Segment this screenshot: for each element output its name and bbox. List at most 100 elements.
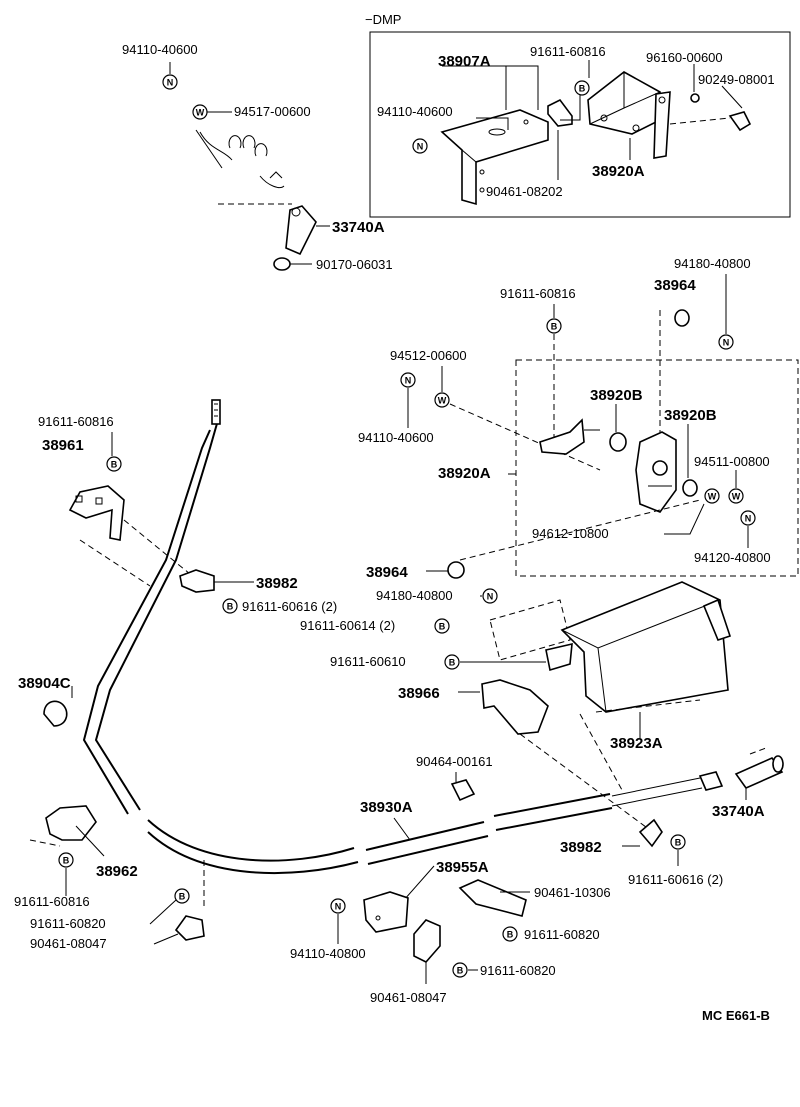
label-91611-60820-mid: 91611-60820 <box>524 927 600 942</box>
label-38964-top: 38964 <box>654 277 696 294</box>
nut-96160-00600 <box>690 93 700 103</box>
svg-text:W: W <box>438 396 447 406</box>
dmp-frame <box>369 31 791 218</box>
label-38955a: 38955A <box>436 859 489 876</box>
label-91611-60816-bottom: 91611-60816 <box>14 894 90 909</box>
label-38966: 38966 <box>398 685 440 702</box>
svg-text:N: N <box>487 592 494 602</box>
bracket-38966 <box>481 679 549 735</box>
label-90461-08202: 90461-08202 <box>486 184 563 199</box>
clamp-38982-bottom <box>638 818 663 848</box>
label-94110-40600-dmp: 94110-40600 <box>377 104 453 119</box>
label-38920a-dmp: 38920A <box>592 163 645 180</box>
bracket-38961 <box>68 485 125 541</box>
rod-end-33740a-top <box>285 205 317 256</box>
clamp-90461-08047-left <box>174 915 205 941</box>
section-label-dmp: −DMP <box>365 12 401 27</box>
badge-letter-b: B <box>579 84 586 94</box>
label-38964-mid: 38964 <box>366 564 408 581</box>
label-90249-08001: 90249-08001 <box>698 72 775 87</box>
label-94110-40600-top: 94110-40600 <box>122 42 198 57</box>
label-38920a-mid: 38920A <box>438 465 491 482</box>
badge-n-icon: N <box>330 898 346 914</box>
label-96160-00600: 96160-00600 <box>646 50 723 65</box>
label-94517-00600: 94517-00600 <box>234 104 311 119</box>
bolt-90249-08001 <box>728 111 752 132</box>
label-94110-40600-mid: 94110-40600 <box>358 430 434 445</box>
label-33740a-bottom: 33740A <box>712 803 765 820</box>
clip-90461-08202 <box>547 98 573 127</box>
linkage-springs <box>199 131 285 189</box>
bushing-38964-top <box>674 309 690 327</box>
label-94180-40800-top: 94180-40800 <box>674 256 751 271</box>
label-38920b-right: 38920B <box>664 407 717 424</box>
bushing-38964-mid <box>447 561 465 579</box>
label-94180-40800-mid: 94180-40800 <box>376 588 453 603</box>
svg-text:N: N <box>335 902 342 912</box>
svg-text:B: B <box>179 892 186 902</box>
rod-end-33740a-bottom <box>734 757 784 789</box>
svg-text:B: B <box>457 966 464 976</box>
label-91611-60816-left: 91611-60816 <box>38 414 114 429</box>
bracket-38920a-dmp <box>587 71 671 159</box>
badge-n-icon: N <box>400 372 416 388</box>
cover-38923a <box>489 581 732 713</box>
label-94120-40800: 94120-40800 <box>694 550 771 565</box>
clamp-38982-top <box>179 569 215 593</box>
label-38962: 38962 <box>96 863 138 880</box>
clip-90464-00161 <box>450 779 476 802</box>
label-38930a: 38930A <box>360 799 413 816</box>
label-91611-60610: 91611-60610 <box>330 654 406 669</box>
clamp-90461-08047-bottom <box>413 919 441 963</box>
badge-n-icon: N <box>162 74 178 90</box>
label-38982-bottom: 38982 <box>560 839 602 856</box>
label-33740a-top: 33740A <box>332 219 385 236</box>
label-91611-60816-dmp: 91611-60816 <box>530 44 606 59</box>
label-38904c: 38904C <box>18 675 71 692</box>
svg-text:B: B <box>449 658 456 668</box>
label-90461-08047-left: 90461-08047 <box>30 936 107 951</box>
label-94110-40800: 94110-40800 <box>290 946 366 961</box>
svg-text:B: B <box>227 602 234 612</box>
label-91611-60614: 91611-60614 (2) <box>300 618 395 633</box>
svg-text:W: W <box>708 492 717 502</box>
label-91611-60616-bottom: 91611-60616 (2) <box>628 872 723 887</box>
badge-n-icon: N <box>482 588 498 604</box>
svg-text:N: N <box>723 338 730 348</box>
nut-94612 <box>682 479 698 497</box>
drawing-code: MC E661-B <box>702 1008 770 1023</box>
badge-n-icon: N <box>412 138 428 154</box>
label-91611-60816-mid: 91611-60816 <box>500 286 576 301</box>
svg-text:W: W <box>732 492 741 502</box>
label-38982-top: 38982 <box>256 575 298 592</box>
cable-38930a <box>82 399 703 875</box>
label-90461-10306: 90461-10306 <box>534 885 611 900</box>
bracket-38955a <box>363 891 409 933</box>
bracket-90461-10306 <box>458 879 527 917</box>
svg-text:N: N <box>167 78 174 88</box>
svg-text:W: W <box>196 108 205 118</box>
label-38907a: 38907A <box>438 53 491 70</box>
bracket-38920a-mid <box>635 431 677 513</box>
label-38920b-left: 38920B <box>590 387 643 404</box>
bracket-38907a <box>440 109 549 206</box>
svg-text:N: N <box>745 514 752 524</box>
svg-text:N: N <box>405 376 412 386</box>
label-38961: 38961 <box>42 437 84 454</box>
svg-text:B: B <box>63 856 70 866</box>
label-94511-00800: 94511-00800 <box>694 454 770 469</box>
nut-90170-06031 <box>273 257 291 271</box>
svg-text:B: B <box>675 838 682 848</box>
grommet-38904c <box>43 700 68 727</box>
assembly-frame <box>515 359 799 577</box>
label-91611-60820-bottom: 91611-60820 <box>480 963 556 978</box>
svg-text:B: B <box>551 322 558 332</box>
label-94612-10800: 94612-10800 <box>532 526 609 541</box>
label-91611-60616-top: 91611-60616 (2) <box>242 599 337 614</box>
label-38923a: 38923A <box>610 735 663 752</box>
bracket-38920b-left <box>539 418 585 455</box>
label-90464-00161: 90464-00161 <box>416 754 493 769</box>
label-91611-60820-left: 91611-60820 <box>30 916 106 931</box>
label-90461-08047-bottom: 90461-08047 <box>370 990 447 1005</box>
